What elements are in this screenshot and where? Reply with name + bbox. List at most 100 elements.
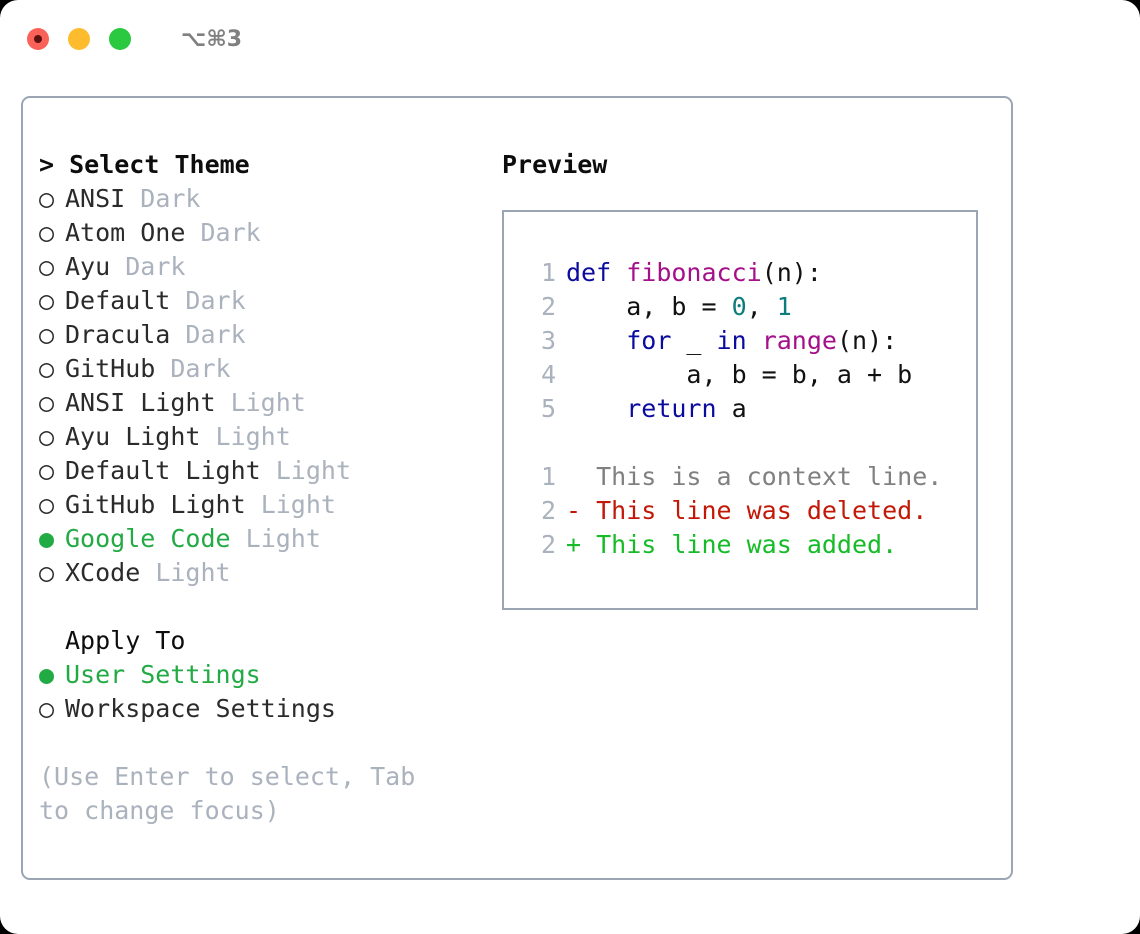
theme-option-ansi-light[interactable]: ○ ANSI Light Light xyxy=(39,386,479,420)
theme-option-ansi[interactable]: ○ ANSI Dark xyxy=(39,182,479,216)
theme-option-variant: Dark xyxy=(185,320,246,349)
radio-selected-icon: ● xyxy=(39,524,55,553)
label-variant-space xyxy=(261,456,276,485)
theme-option-github-light[interactable]: ○GitHub Light Light xyxy=(39,488,479,522)
label-variant-space xyxy=(185,218,200,247)
theme-option-label: Ayu xyxy=(65,252,111,281)
code-token: for xyxy=(626,326,672,355)
code-token: 0 xyxy=(731,292,747,321)
theme-option-label: Dracula xyxy=(65,320,171,349)
code-token xyxy=(566,326,626,355)
radio-unselected-icon: ○ xyxy=(39,252,55,281)
label-variant-space xyxy=(140,558,155,587)
diff-marker: + xyxy=(566,530,582,559)
theme-option-variant: Light xyxy=(155,558,231,587)
code-token: return xyxy=(626,394,717,423)
label-variant-space xyxy=(216,388,231,417)
theme-option-variant: Light xyxy=(215,422,291,451)
theme-option-xcode[interactable]: ○ XCode Light xyxy=(39,556,479,590)
theme-option-default[interactable]: ○Default Dark xyxy=(39,284,479,318)
line-number: 2 xyxy=(540,292,556,321)
theme-option-default-light[interactable]: ○Default Light Light xyxy=(39,454,479,488)
theme-option-atom-one[interactable]: ○ Atom One Dark xyxy=(39,216,479,250)
theme-option-label: ANSI Light xyxy=(65,388,216,417)
label-variant-space xyxy=(231,524,246,553)
radio-unselected-icon: ○ xyxy=(39,354,55,383)
radio-unselected-icon: ○ xyxy=(39,456,55,485)
diff-sample: 1 This is a context line.2- This line wa… xyxy=(522,460,976,562)
apply-to-list[interactable]: ● User Settings ○Workspace Settings xyxy=(39,658,479,726)
code-token: in xyxy=(716,326,747,355)
code-token: (n): xyxy=(761,258,822,287)
maximize-button[interactable] xyxy=(109,28,131,50)
theme-option-label: Default Light xyxy=(65,456,261,485)
diff-marker xyxy=(566,462,581,491)
theme-option-label: ANSI xyxy=(65,184,126,213)
radio-unselected-icon: ○ xyxy=(39,422,55,451)
theme-option-variant: Dark xyxy=(170,354,231,383)
theme-option-variant: Light xyxy=(230,388,306,417)
radio-unselected-icon: ○ xyxy=(39,320,55,349)
label-variant-space xyxy=(155,354,170,383)
theme-option-variant: Dark xyxy=(200,218,261,247)
apply-to-option-user-settings[interactable]: ● User Settings xyxy=(39,658,479,692)
radio-unselected-icon: ○ xyxy=(39,388,55,417)
window-titlebar: ⌥⌘3 xyxy=(0,0,1140,78)
code-token: fibonacci xyxy=(626,258,762,287)
minimize-button[interactable] xyxy=(68,28,90,50)
radio-unselected-icon: ○ xyxy=(39,218,55,247)
close-button[interactable] xyxy=(27,28,49,50)
theme-option-github[interactable]: ○GitHub Dark xyxy=(39,352,479,386)
content-panel: > Select Theme ○ANSI Dark○Atom One Dark○… xyxy=(21,96,1013,880)
section-spacer xyxy=(39,590,479,624)
radio-unselected-icon: ○ xyxy=(39,558,55,587)
code-token: range xyxy=(761,326,837,355)
apply-to-option-workspace-settings[interactable]: ○Workspace Settings xyxy=(39,692,479,726)
theme-option-variant: Light xyxy=(260,490,336,519)
theme-option-variant: Dark xyxy=(185,286,246,315)
theme-option-dracula[interactable]: ○ Dracula Dark xyxy=(39,318,479,352)
theme-option-label: XCode xyxy=(65,558,141,587)
label-variant-space xyxy=(125,184,140,213)
radio-unselected-icon: ○ xyxy=(39,184,55,213)
diff-text: This line was deleted. xyxy=(581,496,928,525)
code-token: _ xyxy=(671,326,717,355)
code-token xyxy=(747,326,762,355)
theme-option-label: Atom One xyxy=(65,218,186,247)
theme-option-ayu[interactable]: ○ Ayu Dark xyxy=(39,250,479,284)
theme-picker-column: > Select Theme ○ANSI Dark○Atom One Dark○… xyxy=(39,148,479,828)
label-variant-space xyxy=(200,422,215,451)
diff-line: 1 This is a context line. xyxy=(522,460,976,494)
code-token: (n): xyxy=(836,326,898,355)
theme-option-variant: Dark xyxy=(140,184,201,213)
code-line: 2 a, b = 0, 1 xyxy=(522,290,976,324)
radio-unselected-icon: ○ xyxy=(39,286,55,315)
theme-option-variant: Light xyxy=(245,524,321,553)
code-token: a, b = xyxy=(566,292,732,321)
label-variant-space xyxy=(110,252,125,281)
label-variant-space xyxy=(170,286,185,315)
theme-option-variant: Dark xyxy=(125,252,186,281)
code-line: 5 return a xyxy=(522,392,976,426)
code-token: 1 xyxy=(776,292,792,321)
theme-option-ayu-light[interactable]: ○ Ayu Light Light xyxy=(39,420,479,454)
line-number: 1 xyxy=(540,462,556,491)
label-variant-space xyxy=(246,490,261,519)
line-number: 2 xyxy=(540,530,556,559)
apply-to-option-label: User Settings xyxy=(65,660,261,689)
code-token: a xyxy=(716,394,747,423)
code-line: 4 a, b = b, a + b xyxy=(522,358,976,392)
label-variant-space xyxy=(170,320,185,349)
theme-option-google-code[interactable]: ● Google Code Light xyxy=(39,522,479,556)
theme-option-label: Ayu Light xyxy=(65,422,201,451)
diff-text: This line was added. xyxy=(581,530,898,559)
theme-list[interactable]: ○ANSI Dark○Atom One Dark○Ayu Dark○Defaul… xyxy=(39,182,479,590)
radio-selected-icon: ● xyxy=(39,660,55,689)
code-diff-gap xyxy=(522,426,976,460)
theme-option-label: Google Code xyxy=(65,524,231,553)
radio-unselected-icon: ○ xyxy=(39,694,55,723)
